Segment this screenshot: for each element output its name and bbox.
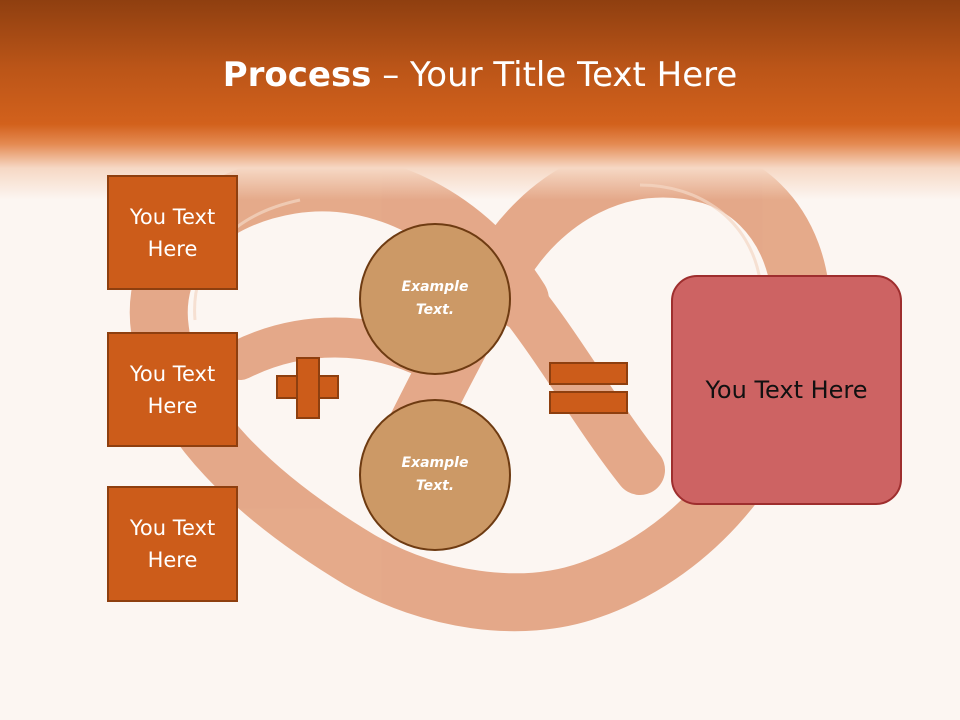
example-circle-1-line1: Example bbox=[401, 279, 469, 295]
equals-sign-bottom-bar bbox=[549, 391, 628, 414]
result-box-label: You Text Here bbox=[705, 376, 868, 404]
text-box-2-line2: Here bbox=[147, 393, 198, 418]
equals-sign-top-bar bbox=[549, 362, 628, 385]
example-circle-2-line1: Example bbox=[401, 455, 469, 471]
text-box-3-line1: You Text bbox=[129, 516, 216, 540]
title-bold: Process bbox=[222, 55, 372, 95]
title-bar bbox=[0, 0, 960, 200]
example-circle-1-line2: Text. bbox=[415, 302, 455, 318]
text-box-2-line1: You Text bbox=[129, 361, 216, 386]
text-box-1-line2: Here bbox=[147, 236, 198, 261]
text-box-1-line1: You Text bbox=[129, 204, 216, 229]
text-box-3-line2: Here bbox=[147, 548, 198, 572]
example-circle-2-line2: Text. bbox=[415, 478, 455, 494]
title-rest: – Your Title Text Here bbox=[371, 55, 738, 95]
plus-sign-center bbox=[298, 377, 318, 397]
result-box[interactable]: You Text Here bbox=[671, 275, 902, 505]
slide-title: Process – Your Title Text Here bbox=[0, 52, 960, 98]
